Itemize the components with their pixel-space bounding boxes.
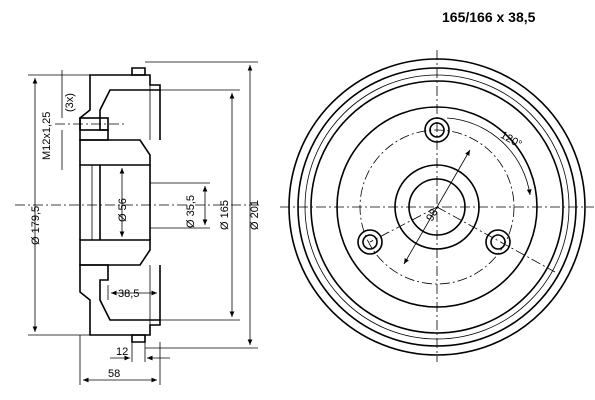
section-bottom-wall — [79, 264, 161, 336]
dim-width-total: 58 — [108, 368, 120, 380]
hub-upper — [79, 139, 151, 166]
thread-count: (3x) — [64, 93, 76, 112]
bolt-hole-left — [357, 229, 383, 255]
bolt-hole-right — [485, 229, 511, 255]
flange-top — [131, 67, 146, 76]
dim-outer: Ø 201 — [249, 200, 261, 230]
pcd-label: 98 — [424, 207, 441, 224]
hub-lower — [79, 239, 151, 266]
front-view: 120° 98 — [280, 50, 594, 362]
angle-label: 120° — [498, 129, 524, 151]
dim-outer-lip: Ø 179,5 — [30, 206, 42, 245]
dim-flange: 12 — [116, 346, 128, 358]
dim-hub: Ø 56 — [117, 198, 129, 222]
thread-label: M12x1,25 — [41, 112, 53, 160]
dim-drum: Ø 165 — [219, 200, 231, 230]
side-dimensions: Ø 179,5 M12x1,25 (3x) Ø 56 Ø 35,5 Ø 165 … — [28, 61, 261, 385]
title: 165/166 x 38,5 — [442, 9, 536, 25]
dim-width-inner: 38,5 — [118, 288, 139, 300]
dim-bore: Ø 35,5 — [185, 195, 197, 228]
flange-bottom — [131, 334, 146, 343]
